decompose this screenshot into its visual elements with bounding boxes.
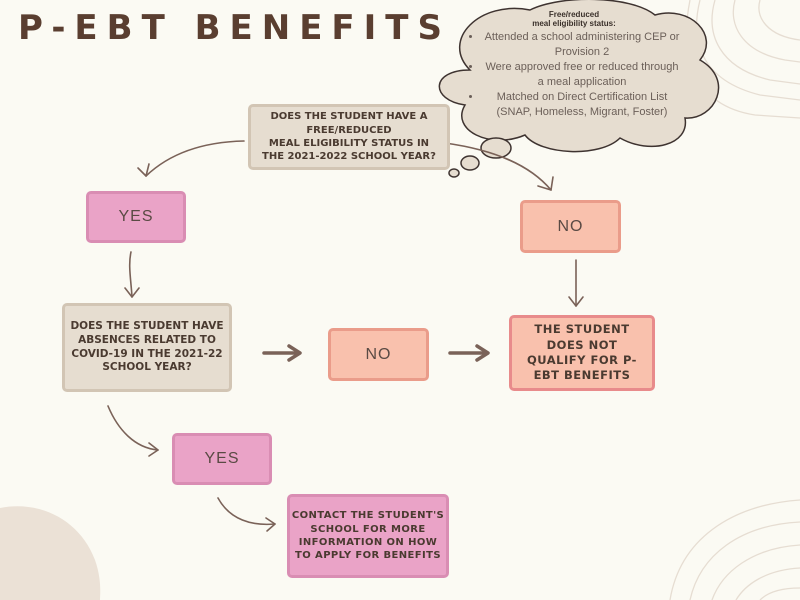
question-absences-box: DOES THE STUDENT HAVE ABSENCES RELATED T… bbox=[62, 303, 232, 392]
arrow-q2-yes bbox=[107, 405, 159, 451]
does-not-qualify-box: THE STUDENT DOES NOT QUALIFY FOR P- EBT … bbox=[509, 315, 655, 391]
arrow-q1-yes bbox=[145, 140, 245, 177]
eligibility-criteria: Free/reduced meal eligibility status: At… bbox=[462, 10, 686, 120]
criteria-item: Matched on Direct Certification List (SN… bbox=[482, 90, 686, 120]
yes-box-2: YES bbox=[172, 433, 272, 485]
cloud-heading-line-2: meal eligibility status: bbox=[532, 19, 616, 29]
criteria-item: Were approved free or reduced through a … bbox=[482, 60, 686, 90]
criteria-item: Attended a school administering CEP or P… bbox=[482, 30, 686, 60]
arrow-yes-q2 bbox=[128, 251, 133, 298]
page-title: P-EBT BENEFITS bbox=[18, 8, 451, 48]
criteria-list: Attended a school administering CEP or P… bbox=[462, 30, 686, 120]
no-box-1: NO bbox=[520, 200, 621, 253]
arrow-yes-contact bbox=[217, 497, 276, 526]
no-box-2: NO bbox=[328, 328, 429, 381]
cloud-heading-line-1: Free/reduced bbox=[548, 10, 600, 19]
contact-school-box: CONTACT THE STUDENT'S SCHOOL FOR MORE IN… bbox=[287, 494, 449, 578]
yes-box-1: YES bbox=[86, 191, 186, 243]
arrow-q1-no bbox=[444, 142, 552, 191]
question-eligibility-box: DOES THE STUDENT HAVE A FREE/REDUCED MEA… bbox=[248, 104, 450, 170]
